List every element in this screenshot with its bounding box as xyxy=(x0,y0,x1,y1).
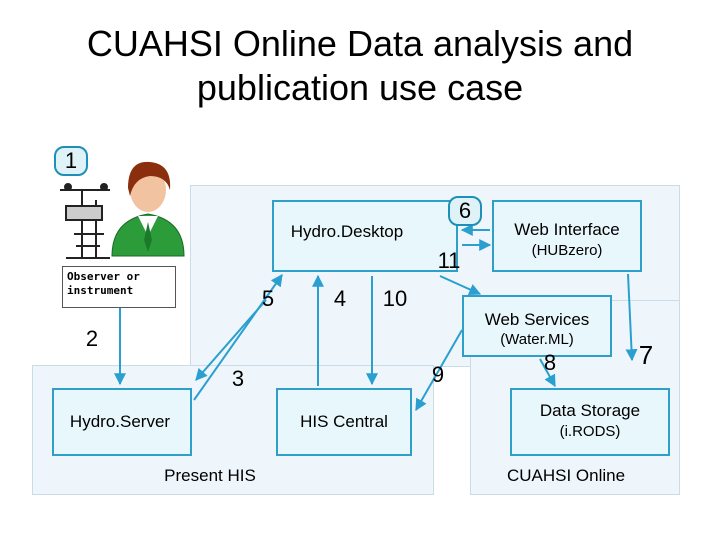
arrow-webservices-to-hiscentral xyxy=(415,329,463,412)
step-badge-1: 1 xyxy=(54,146,88,176)
hydroserver-box xyxy=(52,388,192,456)
title-line-1: CUAHSI Online Data analysis and xyxy=(86,23,634,64)
step-3: 3 xyxy=(231,366,245,391)
his-central-box xyxy=(276,388,412,456)
step-5: 5 xyxy=(261,286,275,311)
data-storage-box xyxy=(510,388,670,456)
step-9: 9 xyxy=(431,362,445,387)
step-7: 7 xyxy=(638,340,654,370)
web-services-box xyxy=(462,295,612,357)
his-central-label: HIS Central xyxy=(300,412,388,431)
person-icon xyxy=(111,161,185,257)
step-badge-6: 6 xyxy=(448,196,482,226)
arrow-hydroserver-from-hydrodesktop xyxy=(195,299,267,381)
web-interface-label-2: (HUBzero) xyxy=(531,242,603,259)
hydrodesktop-box xyxy=(272,200,458,272)
present-his-label: Present HIS xyxy=(164,466,256,485)
arrows xyxy=(114,224,638,412)
hydrodesktop-label: Hydro.Desktop xyxy=(290,222,404,241)
instrument-icon xyxy=(60,183,110,259)
arrow-webservices-to-datastorage xyxy=(539,358,556,388)
title-line-2: publication use case xyxy=(196,67,524,108)
step-4: 4 xyxy=(333,286,347,311)
step-2: 2 xyxy=(85,326,99,351)
cuahsi-online-label: CUAHSI Online xyxy=(506,466,626,485)
page-title: CUAHSI Online Data analysis and publicat… xyxy=(0,22,720,110)
arrow-webinterface-to-datastorage xyxy=(625,273,638,362)
observer-label: Observer or instrument xyxy=(62,266,176,308)
web-services-label-1: Web Services xyxy=(484,310,590,329)
step-10: 10 xyxy=(382,286,408,311)
data-storage-label-1: Data Storage xyxy=(539,401,641,420)
web-services-label-2: (Water.ML) xyxy=(500,331,574,348)
step-11: 11 xyxy=(437,248,461,273)
hydroserver-label: Hydro.Server xyxy=(69,412,171,431)
web-interface-label-1: Web Interface xyxy=(514,220,620,239)
arrow-hydrodesktop-to-webservices xyxy=(439,275,482,296)
data-storage-label-2: (i.RODS) xyxy=(559,423,621,440)
arrow-hydroserver-to-hydrodesktop xyxy=(193,274,283,401)
step-8: 8 xyxy=(543,350,557,375)
web-interface-box xyxy=(492,200,642,272)
